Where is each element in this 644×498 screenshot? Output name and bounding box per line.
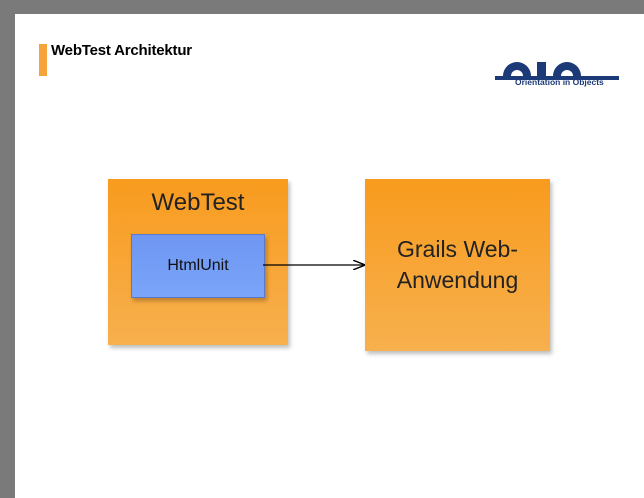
oio-logo-icon bbox=[495, 62, 619, 80]
grails-webapp-label: Grails Web- Anwendung bbox=[397, 234, 519, 296]
slide-title: WebTest Architektur bbox=[51, 42, 192, 59]
grails-label-line1: Grails Web- bbox=[397, 236, 518, 262]
grails-label-line2: Anwendung bbox=[396, 267, 519, 293]
title-accent-bar bbox=[39, 44, 47, 76]
htmlunit-label: HtmlUnit bbox=[167, 257, 229, 274]
webtest-box: WebTest HtmlUnit bbox=[108, 179, 288, 345]
grails-webapp-box: Grails Web- Anwendung bbox=[365, 179, 550, 351]
logo-caption: Orientation in Objects bbox=[515, 77, 604, 87]
webtest-label: WebTest bbox=[151, 189, 245, 216]
slide: WebTest Architektur Orientation in Objec… bbox=[15, 14, 644, 498]
htmlunit-box: HtmlUnit bbox=[131, 234, 265, 298]
